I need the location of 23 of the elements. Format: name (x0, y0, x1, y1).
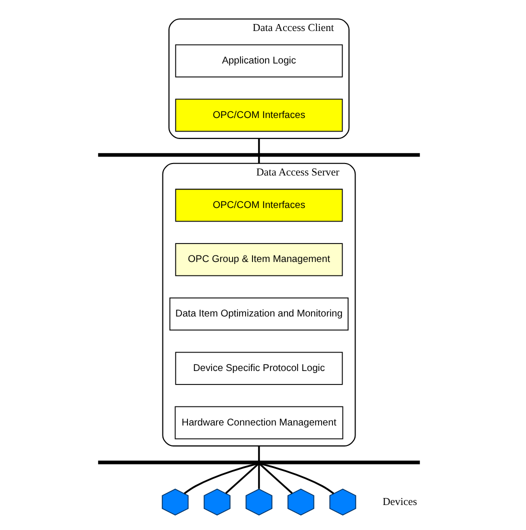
node-hexagon (246, 488, 272, 516)
node-box: OPC/COM Interfaces (175, 98, 343, 132)
node-bar (98, 153, 420, 157)
node-box: Hardware Connection Management (174, 406, 344, 440)
connector (258, 138, 260, 154)
node-hexagon (162, 488, 189, 516)
node-hexagon (329, 488, 356, 516)
node-bar (98, 460, 420, 464)
connector (259, 463, 293, 494)
node-box: Data Item Optimization and Monitoring (169, 298, 349, 330)
node-hexagon (204, 488, 230, 516)
connector (258, 446, 260, 461)
node-box: OPC/COM Interfaces (175, 188, 343, 222)
node-box: Device Specific Protocol Logic (175, 352, 343, 385)
node-hexagon (288, 488, 314, 516)
node-box: OPC Group & Item Management (175, 243, 343, 276)
node-box: Application Logic (175, 44, 343, 78)
connector (260, 462, 334, 494)
connector (184, 462, 258, 494)
label: Devices (382, 496, 418, 508)
connector (225, 463, 259, 494)
connector (258, 464, 260, 489)
connector (258, 156, 260, 164)
